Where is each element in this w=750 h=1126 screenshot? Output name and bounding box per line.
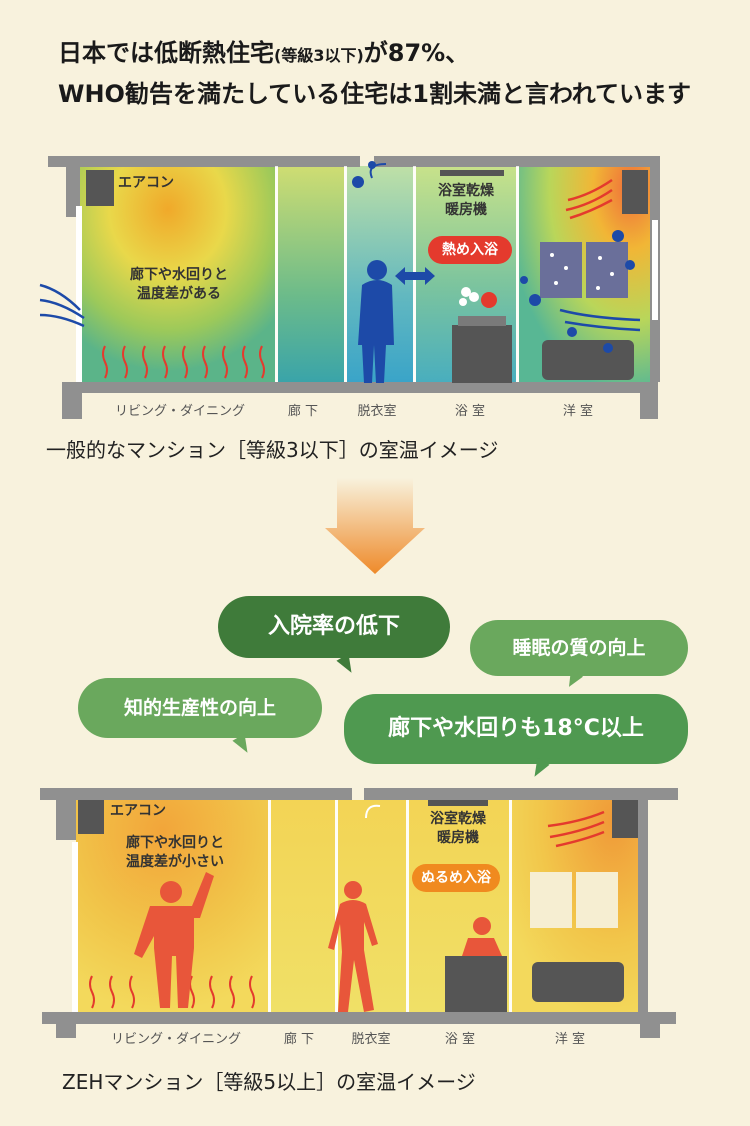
partition (335, 800, 338, 1012)
partition (275, 166, 278, 382)
benefit-hospitalization-bubble: 入院率の低下 (218, 596, 450, 658)
wall (638, 800, 648, 1012)
virus-icon (352, 161, 635, 353)
aircon-unit-icon (612, 800, 638, 838)
title-line-2: WHO勧告を満たしている住宅は1割未満と言われています (58, 80, 692, 108)
top-caption: 一般的なマンション［等級3以下］の室温イメージ (46, 438, 499, 462)
window-left (72, 842, 78, 1012)
beam (56, 1024, 76, 1038)
sofa-icon (532, 962, 624, 1002)
room-label-living: リビング・ダイニング (114, 404, 245, 419)
ceiling-slab (374, 156, 660, 167)
bathtub-icon (452, 325, 512, 383)
draft-arrow-icon (365, 804, 381, 819)
partition (268, 800, 271, 1012)
bathing-person-icon (473, 917, 491, 935)
corridor-heat (271, 800, 335, 1012)
bottom-caption: ZEHマンション［等級5以上］の室温イメージ (62, 1070, 476, 1094)
aircon-unit-icon (78, 800, 104, 834)
beam (62, 393, 82, 419)
draft-arrow-icon (369, 163, 387, 179)
partition (344, 166, 347, 382)
partition (509, 800, 512, 1012)
floor-slab (42, 1012, 676, 1024)
cold-person-icon (358, 260, 394, 383)
room-label-corridor: 廊 下 (283, 1032, 315, 1047)
temperature-note: 廊下や水回りと 温度差が小さい (126, 835, 224, 870)
partition (516, 166, 519, 382)
bath-dryer-unit-icon (428, 800, 488, 806)
ceiling-slab (48, 156, 360, 167)
cold-wind-icon (559, 308, 641, 332)
warm-wind-icon (565, 178, 613, 220)
steam-icon (459, 287, 479, 306)
aircon-label: エアコン (118, 175, 174, 191)
bath-dryer-label: 浴室乾燥 暖房機 (430, 811, 486, 846)
room-label-western: 洋 室 (562, 404, 594, 419)
condensation-drops-icon (550, 253, 614, 290)
down-arrow-icon (325, 478, 425, 574)
hot-bath-callout: 熱め入浴 (428, 236, 512, 264)
beam (640, 1024, 660, 1038)
page-title: 日本では低断熱住宅(等級3以下)が87%、 WHO勧告を満たしている住宅は1割未… (58, 34, 691, 113)
cold-wind-icon (39, 283, 85, 328)
title-line-1: 日本では低断熱住宅(等級3以下)が87%、 (58, 39, 470, 67)
room-label-bath: 浴 室 (444, 1032, 476, 1047)
bath-dryer-unit-icon (440, 170, 504, 176)
ceiling-slab (40, 788, 352, 800)
warm-bath-callout: ぬるめ入浴 (412, 864, 500, 892)
room-label-dressing: 脱衣室 (351, 1032, 391, 1047)
cold-window-icon (586, 242, 628, 298)
corridor-heat (278, 166, 344, 382)
room-label-corridor: 廊 下 (287, 404, 319, 419)
room-label-living: リビング・ダイニング (110, 1032, 241, 1047)
room-label-dressing: 脱衣室 (357, 404, 397, 419)
wall (66, 167, 80, 217)
aircon-unit-icon (622, 170, 648, 214)
room-label-western: 洋 室 (554, 1032, 586, 1047)
sofa-icon (542, 340, 634, 380)
warm-wind-icon (547, 810, 605, 848)
aircon-label: エアコン (110, 803, 166, 819)
wall (56, 800, 76, 840)
window-left (76, 206, 82, 382)
bottom-apartment-diagram (40, 788, 678, 1038)
ceiling-slab (364, 788, 678, 800)
partition (406, 800, 409, 1012)
temperature-note: 廊下や水回りと 温度差がある (130, 267, 228, 302)
top-apartment-diagram (39, 156, 660, 419)
bathing-person-icon (481, 292, 497, 308)
floor-slab (62, 382, 658, 393)
temperature-gap-arrow-icon (395, 267, 435, 285)
cold-window-icon (540, 242, 582, 298)
benefit-sleep-bubble: 睡眠の質の向上 (470, 620, 688, 676)
window-icon (530, 872, 572, 928)
bath-dryer-label: 浴室乾燥 暖房機 (438, 183, 494, 218)
benefit-productivity-bubble: 知的生産性の向上 (78, 678, 322, 738)
room-label-bath: 浴 室 (454, 404, 486, 419)
aircon-unit-icon (86, 170, 114, 206)
beam (640, 393, 658, 419)
comfortable-person-icon (134, 872, 214, 1008)
window-icon (576, 872, 618, 928)
window-right (652, 220, 658, 320)
walking-person-icon (328, 881, 378, 1012)
benefit-temperature-bubble: 廊下や水回りも18°C以上 (344, 694, 688, 764)
floor-heat-arrows-icon (102, 345, 265, 379)
bathtub-icon (445, 956, 507, 1012)
